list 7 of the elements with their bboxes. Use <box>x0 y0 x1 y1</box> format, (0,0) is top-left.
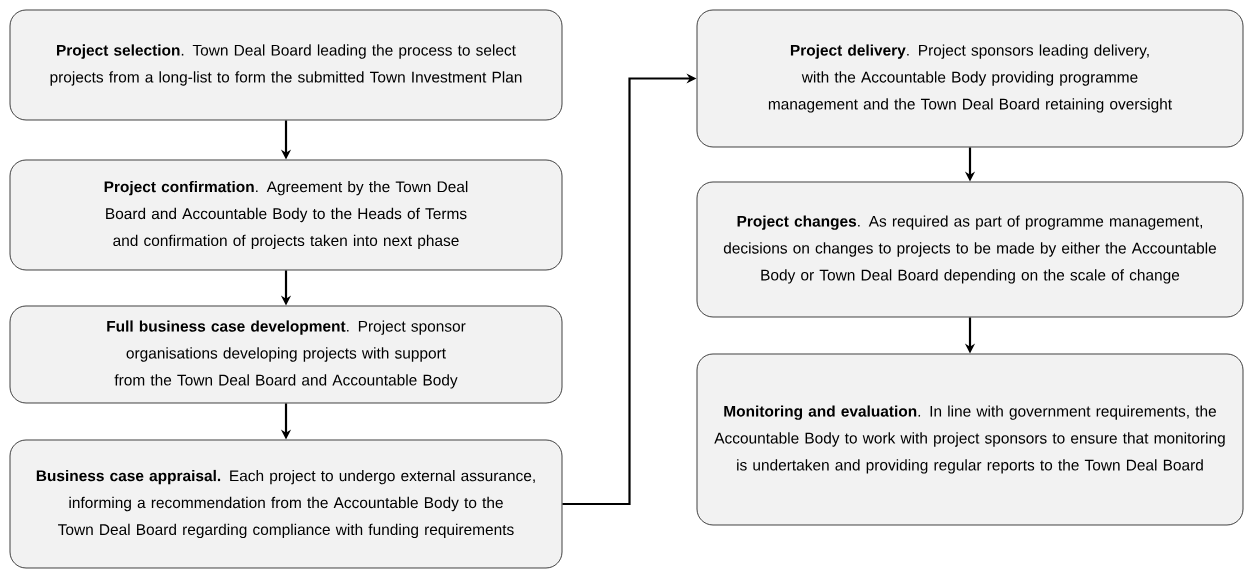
process-box: Project changes. As required as part of programme management, decisions on changes to projects to be made by either the Accountable Body or Town Deal Board depending on the scale of change <box>696 181 1244 318</box>
process-box: Monitoring and evaluation. In line with government requirements, the Accountable Body to work with project sponsors to ensure that monitoring is undertaken and providing regular reports to the Town Deal Board <box>696 353 1244 526</box>
process-box: Full business case development. Project sponsor organisations developing projects with support from the Town Deal Board and Accountable Body <box>9 305 563 404</box>
process-box: Project selection. Town Deal Board leading the process to select projects from a long-list to form the submitted Town Investment Plan <box>9 9 563 121</box>
process-box: Project confirmation. Agreement by the Town Deal Board and Accountable Body to the Heads of Terms and confirmation of projects taken into next phase <box>9 159 563 271</box>
process-box: Project delivery. Project sponsors leading delivery, with the Accountable Body providing programme management and the Town Deal Board retaining oversight <box>696 9 1244 148</box>
process-box: Business case appraisal. Each project to undergo external assurance, informing a recommendation from the Accountable Body to the Town Deal Board regarding compliance with funding requirements <box>9 439 563 569</box>
